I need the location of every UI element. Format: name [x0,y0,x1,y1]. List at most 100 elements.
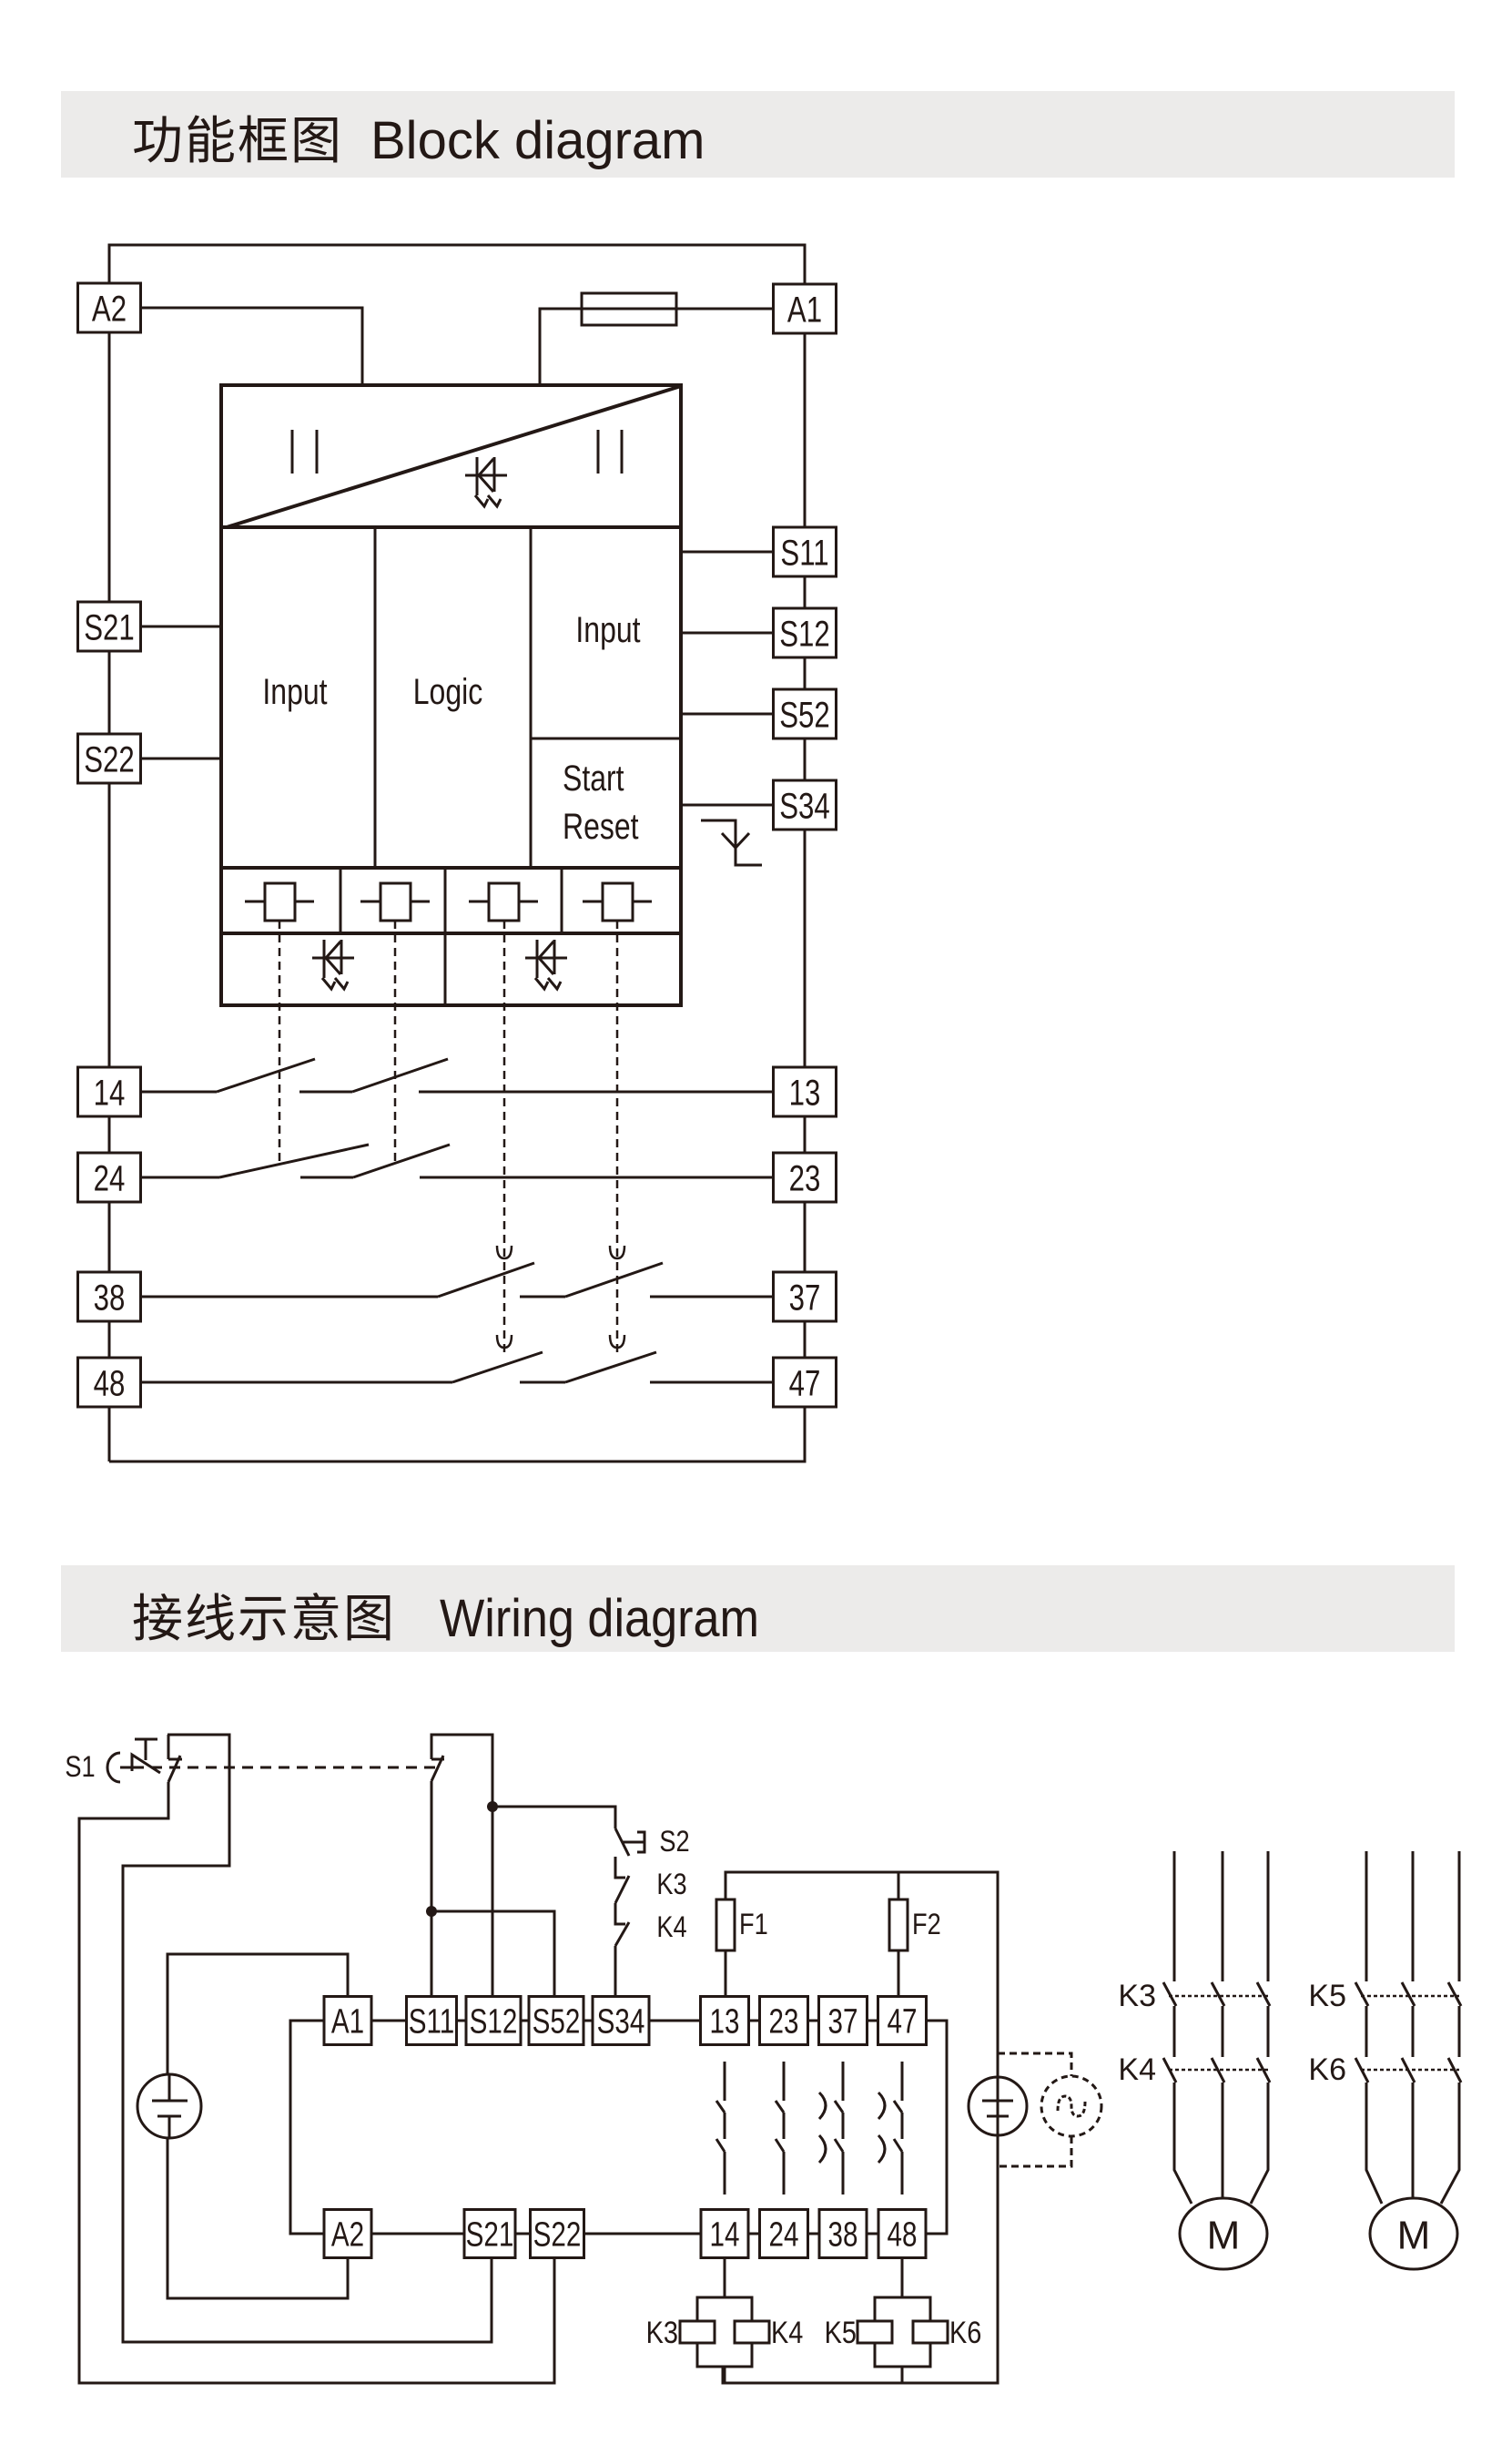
s2-feed-wire [492,1805,617,1828]
phase-line [1249,2082,1270,2205]
s1b-contact-wire [430,1733,494,1997]
terminal-label: S11 [780,533,828,574]
phase-line [1439,2082,1461,2205]
fuse-f1-icon [715,1898,736,1952]
terminal-label: 14 [710,2215,740,2254]
contactor-label: K4 [1118,2052,1156,2087]
terminal-box [772,1065,837,1118]
terminal-box [772,779,837,831]
power-supply-diagonal [226,384,682,529]
ac-alt-wire [998,2052,1073,2076]
terminal-box [405,1995,458,2046]
falling-edge-icon [701,819,762,867]
opto-arrow [536,941,555,975]
supply-plus-wire [166,1952,350,2074]
opto-ray [533,977,550,992]
terminal-label: 38 [828,2215,858,2254]
terminal-label: 37 [828,2002,858,2041]
terminal-label: 47 [888,2002,918,2041]
delay-arc-icon [877,2133,887,2164]
block-diagram-title-en: Block diagram [370,111,705,170]
contact-blade [437,1261,535,1298]
terminal-s22: S22 [529,2208,585,2259]
terminal-box [76,281,142,334]
terminal-label: 23 [789,1158,821,1199]
coil-body [379,881,412,922]
contact-blade [892,2138,904,2153]
mushroom-head-icon [106,1751,121,1784]
fuse-f2-icon [888,1898,909,1952]
s21-loop-wire [121,1733,493,2344]
terminal-box [322,1995,373,2046]
contact-blade [833,2138,845,2153]
terminal-14: 14 [76,1065,142,1118]
terminal-label: 48 [888,2215,918,2254]
reset-label: Reset [563,805,639,846]
terminal-label: 13 [710,2002,740,2041]
contact-blade [774,2100,786,2113]
terminal-box [464,1995,523,2046]
terminal-23: 23 [772,1151,837,1204]
k3-nc-contact [614,1857,625,1879]
block-diagram-header: 功能框图 Block diagram [61,91,1455,178]
contact-blade [351,1057,449,1094]
contact-row-38-37 [140,1261,774,1298]
phase-line [1365,2082,1384,2205]
terminal-label: S22 [84,739,135,780]
terminal-label: A2 [92,289,127,330]
terminal-s21: S21 [462,2208,517,2259]
feedback-label-k3: K3 [656,1869,686,1901]
terminal-label: S52 [533,2002,581,2041]
terminal-box [877,2208,928,2259]
contactor-blade [1162,1981,1178,2007]
terminal-label: 24 [94,1158,126,1199]
falling-edge-arrow-icon [720,831,751,850]
delay-arc-icon [817,2133,827,2164]
contactor-label: K5 [1308,1979,1346,2013]
terminal-38: 38 [76,1270,142,1323]
fuse-label-f2: F2 [912,1909,941,1941]
terminal-box [817,2208,868,2259]
contact-blade [216,1057,316,1094]
terminal-38: 38 [817,2208,868,2259]
block-diagram-title: 功能框图 Block diagram [132,100,705,174]
terminal-47: 47 [877,1995,928,2046]
relay-coil-icon [245,881,314,922]
a1-a2-bridge-wire [289,2019,324,2235]
terminal-label: 47 [789,1363,821,1404]
terminal-48: 48 [877,2208,928,2259]
delay-arrow-icon [608,1245,626,1260]
contact-blade [715,2100,726,2113]
terminal-box [877,1995,928,2046]
terminal-s12: S12 [464,1995,523,2046]
terminal-s34: S34 [772,779,837,831]
terminal-label: 14 [94,1073,126,1114]
coil-bus [873,2296,932,2321]
ac-supply-icon [1040,2074,1103,2138]
a1-supply-wire [538,307,773,385]
terminal-box [76,1356,142,1409]
terminal-box [772,687,837,740]
delay-arrow-icon [608,1334,626,1349]
coil-bus [873,2343,932,2368]
delay-arc-icon [877,2091,887,2121]
terminal-label: 37 [789,1278,821,1319]
s52-wire [431,1909,556,1997]
coil-bus [695,2296,754,2321]
terminal-box [76,1151,142,1204]
output-supply-wire [721,1870,1000,2385]
terminal-24: 24 [758,2208,809,2259]
terminal-s11: S11 [772,525,837,578]
output-contact-1 [715,2062,726,2195]
terminal-box [772,606,837,659]
motor-icon [1368,2196,1459,2271]
delay-arrow-icon [495,1334,513,1349]
feedback-label-k4: K4 [656,1911,686,1944]
contact-blade [564,1261,664,1298]
optocoupler-icon [525,940,567,992]
terminal-label: 23 [769,2002,799,2041]
relay-coil-icon [583,881,652,922]
contactor-label: K6 [1308,2052,1346,2087]
